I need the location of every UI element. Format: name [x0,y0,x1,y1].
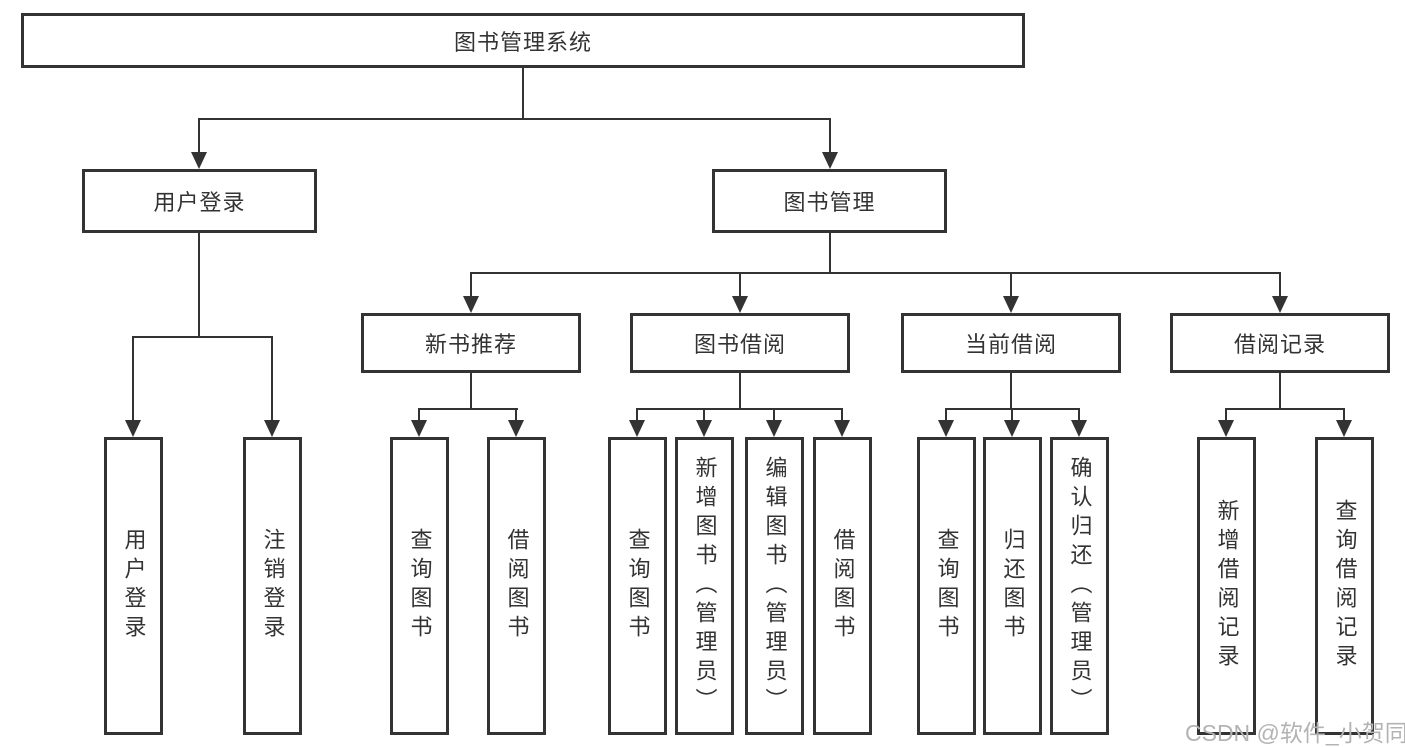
connector-line [636,408,843,410]
connector-line [470,272,472,297]
arrow-down-icon [1272,296,1288,313]
arrow-down-icon [629,420,645,437]
node-label: 归还图书 [1000,528,1026,644]
node-nbr-query-books: 查询图书 [390,437,449,735]
connector-line [1010,373,1012,408]
arrow-down-icon [508,420,524,437]
node-label: 用户登录 [121,528,147,644]
node-label: 查询借阅记录 [1332,499,1358,673]
node-label: 当前借阅 [964,332,1057,357]
arrow-down-icon [834,420,850,437]
node-bb-query-books: 查询图书 [608,437,667,735]
node-cb-return-books: 归还图书 [983,437,1042,735]
connector-line [1011,408,1013,421]
node-logout: 注销登录 [243,437,302,735]
arrow-down-icon [1004,420,1020,437]
node-label: 用户登录 [153,190,246,215]
arrow-down-icon [463,296,479,313]
node-bb-edit-books-admin: 编辑图书（管理员） [745,437,804,735]
arrow-down-icon [696,420,712,437]
connector-line [1225,408,1227,421]
connector-line [271,336,273,421]
connector-line [1078,408,1080,421]
node-label: 编辑图书（管理员） [762,455,788,717]
node-label: 查询图书 [625,528,651,644]
connector-line [1279,272,1281,297]
node-bb-add-books-admin: 新增图书（管理员） [675,437,734,735]
connector-line [470,272,1281,274]
arrow-down-icon [1003,296,1019,313]
node-user-login-branch: 用户登录 [82,169,317,233]
connector-line [522,68,524,118]
connector-line [1010,272,1012,297]
arrow-down-icon [822,152,838,169]
node-label: 借阅图书 [830,528,856,644]
node-label: 查询图书 [934,528,960,644]
node-library-system: 图书管理系统 [21,13,1025,68]
connector-line [1343,408,1345,421]
connector-line [1279,373,1281,408]
connector-line [945,408,947,421]
node-cb-query-books: 查询图书 [917,437,976,735]
node-label: 图书管理 [783,190,876,215]
connector-line [418,408,420,421]
connector-line [132,336,134,421]
node-new-book-recommendation: 新书推荐 [361,313,581,373]
arrow-down-icon [264,420,280,437]
node-label: 查询图书 [407,528,433,644]
node-cb-confirm-return-admin: 确认归还（管理员） [1050,437,1109,735]
arrow-down-icon [732,296,748,313]
node-book-management: 图书管理 [712,169,947,233]
node-borrowing-records: 借阅记录 [1170,313,1390,373]
arrow-down-icon [191,152,207,169]
node-current-borrowing: 当前借阅 [901,313,1121,373]
connector-line [841,408,843,421]
node-label: 新增图书（管理员） [692,455,718,717]
node-label: 图书管理系统 [453,29,592,55]
node-book-borrowing: 图书借阅 [630,313,850,373]
arrow-down-icon [1071,420,1087,437]
node-label: 注销登录 [260,528,286,644]
node-br-query-record: 查询借阅记录 [1315,437,1374,735]
connector-line [418,408,518,410]
connector-line [829,118,831,153]
connector-line [198,118,831,120]
connector-line [703,408,705,421]
connector-line [198,233,200,336]
connector-line [470,373,472,408]
connector-line [773,408,775,421]
connector-line [739,373,741,408]
connector-line [636,408,638,421]
node-label: 图书借阅 [693,332,786,357]
arrow-down-icon [411,420,427,437]
node-label: 借阅记录 [1233,332,1326,357]
arrow-down-icon [938,420,954,437]
arrow-down-icon [1218,420,1234,437]
node-label: 借阅图书 [504,528,530,644]
connector-line [829,233,831,272]
node-label: 确认归还（管理员） [1067,455,1093,717]
connector-line [132,336,273,338]
connector-line [1225,408,1345,410]
connector-line [515,408,517,421]
node-label: 新书推荐 [424,332,517,357]
connector-line [739,272,741,297]
node-user-login: 用户登录 [104,437,163,735]
node-bb-borrow-books: 借阅图书 [813,437,872,735]
arrow-down-icon [1336,420,1352,437]
arrow-down-icon [125,420,141,437]
node-br-add-record: 新增借阅记录 [1197,437,1256,735]
connector-line [198,118,200,153]
arrow-down-icon [766,420,782,437]
node-label: 新增借阅记录 [1214,499,1240,673]
csdn-watermark: CSDN @软件_小贺同学 [1185,720,1405,746]
node-nbr-borrow-books: 借阅图书 [487,437,546,735]
